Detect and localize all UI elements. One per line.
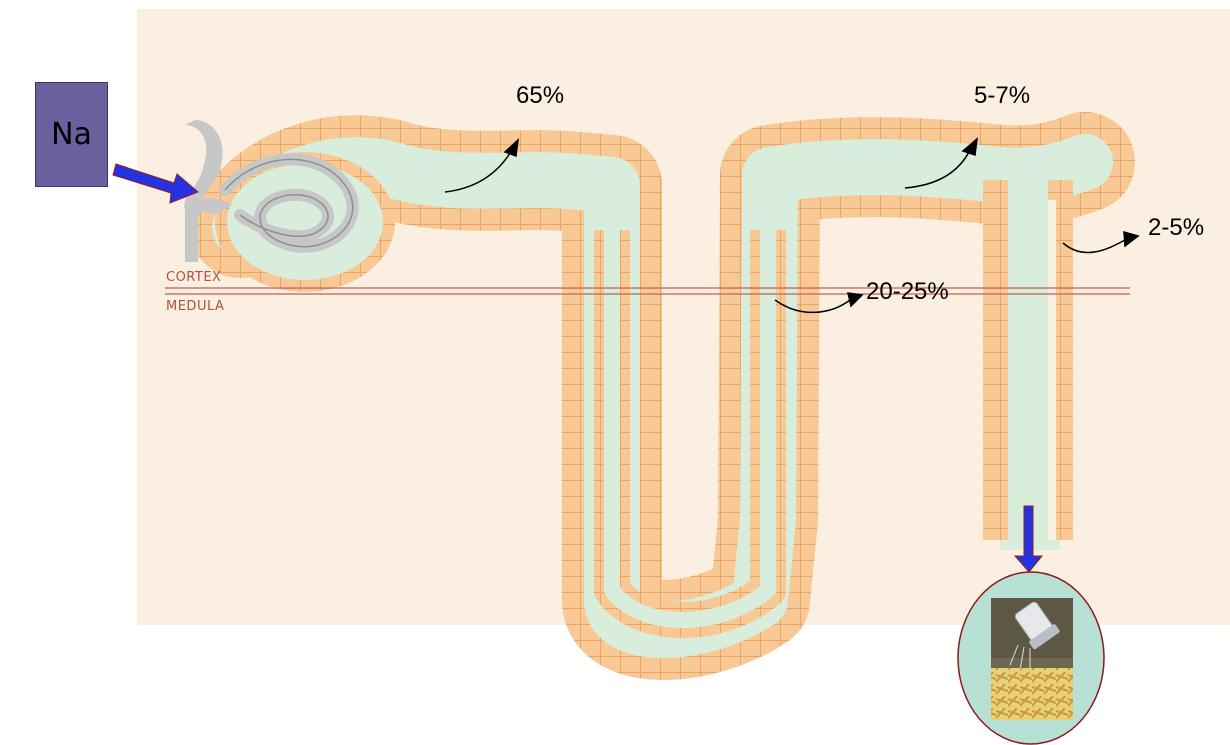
distal-percentage: 5-7%: [974, 82, 1030, 110]
collecting-percentage: 2-5%: [1148, 214, 1204, 242]
cortex-label: CORTEX: [166, 270, 221, 285]
medulla-label: MEDULA: [166, 299, 224, 314]
sodium-label-box: Na: [35, 82, 108, 187]
sodium-label: Na: [51, 117, 92, 152]
proximal-percentage: 65%: [516, 82, 564, 110]
loop-percentage: 20-25%: [866, 278, 949, 306]
salt-food-image: [958, 572, 1104, 744]
